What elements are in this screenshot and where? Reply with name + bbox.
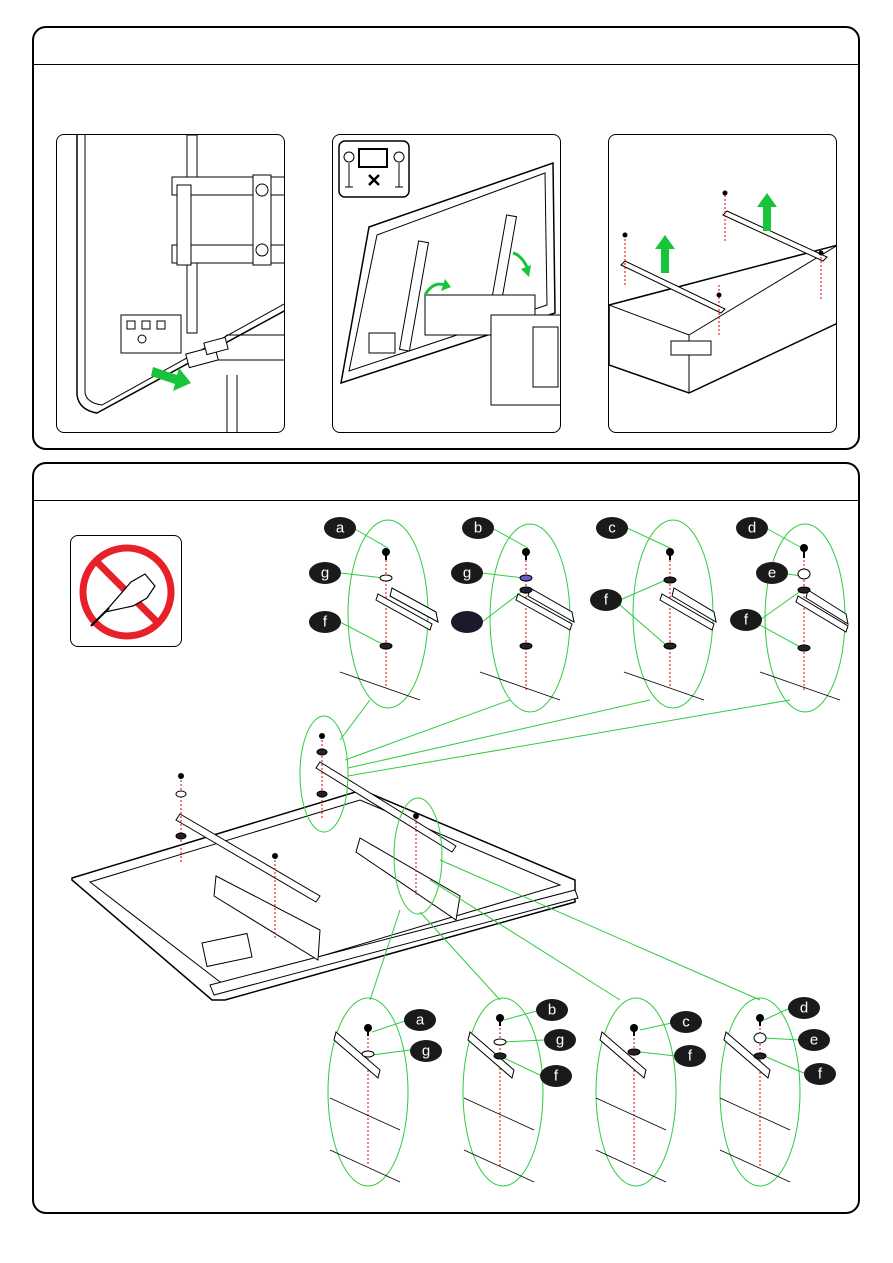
no-power-drill-warning	[70, 535, 182, 647]
remove-bracket-icon	[609, 135, 837, 433]
step-header-bottom	[34, 464, 858, 501]
illustration-remove-brackets	[608, 134, 837, 433]
illustration-disconnect-cables	[56, 134, 285, 433]
step-header-top	[34, 28, 858, 65]
cable-disconnect-icon	[57, 135, 285, 433]
no-power-drill-icon	[71, 536, 182, 647]
two-person-lift-icon	[333, 135, 561, 433]
illustration-lift-tv	[332, 134, 561, 433]
